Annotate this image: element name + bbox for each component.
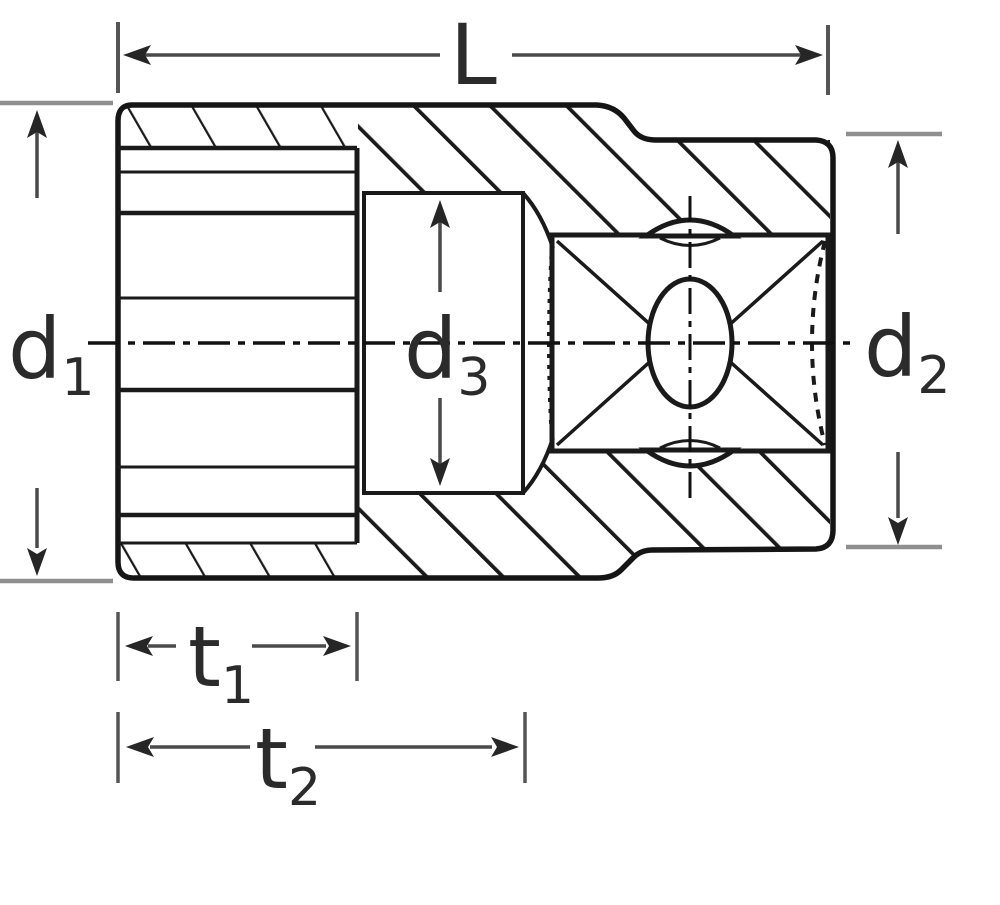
t2-arrowhead-left [126,737,154,757]
dimension-d1: d1 [0,100,113,584]
dimension-L: L [116,6,830,104]
t1-arrowhead-right [323,636,351,656]
label-L: L [450,6,497,104]
label-t1: t1 [188,608,254,716]
corner-diagonal-bl [555,357,655,447]
section-hatching [118,105,830,580]
spline-bore-lines [118,145,360,545]
dimension-d2: d2 [846,131,950,550]
socket-body [115,102,836,581]
socket-outline [115,102,836,581]
L-arrowhead-left [123,45,151,65]
dimension-d3: d3 [404,200,490,486]
dimension-t2: t2 [116,710,527,818]
d3-arrowhead-down [430,458,450,486]
t2-arrowhead-right [491,737,519,757]
corner-diagonal-tr [725,239,825,329]
hatch-upper-left-band [118,105,358,148]
label-d2: d2 [864,298,950,406]
center-lines [88,196,858,500]
hatch-upper-right [358,105,830,235]
d2-arrowhead-up [888,140,908,168]
t1-arrowhead-left [125,636,153,656]
dimension-t1: t1 [116,608,359,716]
d1-arrowhead-up [27,110,47,138]
corner-diagonal-br [725,357,825,447]
d3-arrowhead-up [430,200,450,228]
detent-notch-bottom [638,447,742,469]
hatch-lower-left-band [118,543,358,580]
d1-arrowhead-down [27,548,47,576]
corner-diagonal-tl [555,239,655,329]
hatch-lower-right [358,451,830,578]
label-t2: t2 [255,710,321,818]
d2-arrowhead-down [888,517,908,545]
label-d3: d3 [404,300,490,408]
L-arrowhead-right [795,45,823,65]
detent-notch-top [638,217,742,239]
label-d1: d1 [8,300,94,408]
